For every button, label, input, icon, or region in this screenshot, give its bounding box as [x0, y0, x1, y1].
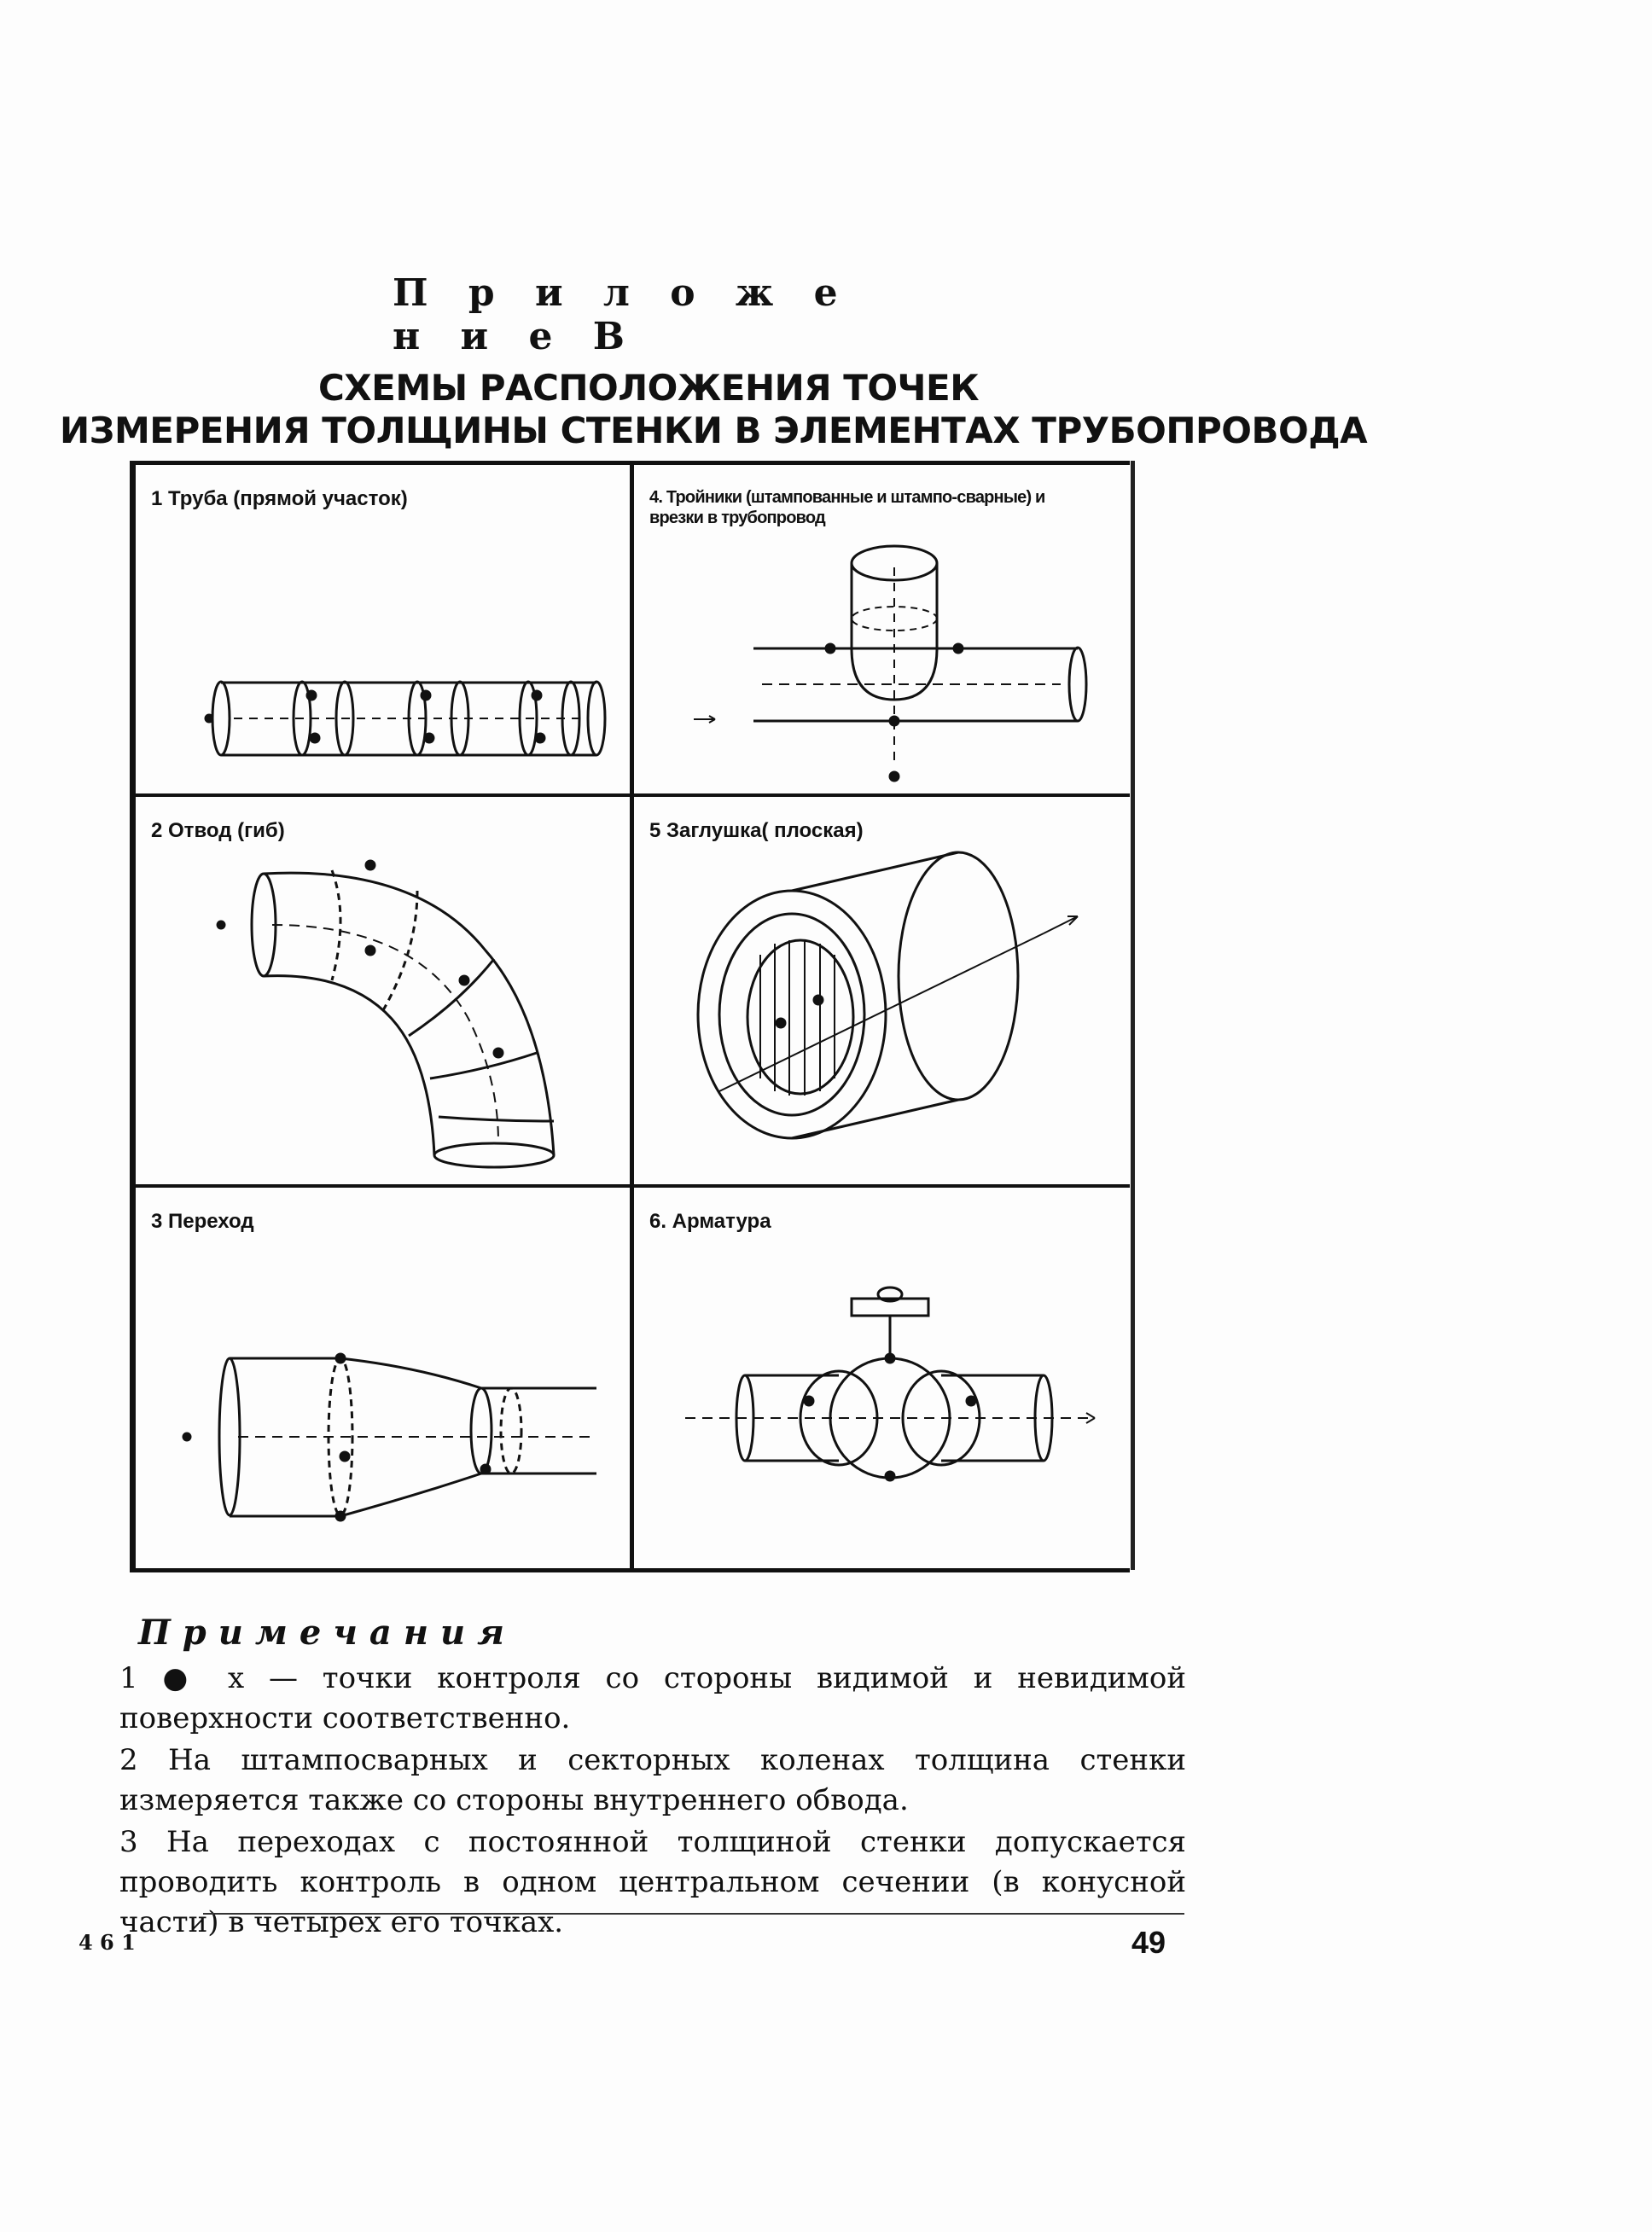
note-1: 1 ● x — точки контроля со стороны видимо…	[119, 1659, 1186, 1739]
cell-valve: 6. Арматура	[634, 1188, 1125, 1568]
note-2: 2 На штампосварных и секторных коленах т…	[119, 1741, 1186, 1821]
diagram-grid	[130, 461, 1135, 1570]
footer-mark: 4 6 1	[79, 1930, 136, 1955]
cell-reducer: 3 Переход	[136, 1188, 630, 1568]
title-line-1: СХЕМЫ РАСПОЛОЖЕНИЯ ТОЧЕК	[317, 367, 980, 409]
tee-diagram	[694, 544, 1088, 782]
note-1-text: 1 ● x — точки контроля со стороны видимо…	[119, 1661, 1186, 1735]
cell-plug: 5 Заглушка( плоская)	[634, 797, 1125, 1184]
cell-label-valve: 6. Арматура	[649, 1210, 771, 1233]
note-3-text: 3 На переходах с постоянной толщиной сте…	[119, 1825, 1186, 1939]
straight-pipe-diagram	[204, 680, 607, 757]
cell-tee: 4. Тройники (штампованные и штампо-сварн…	[634, 465, 1125, 793]
grid-divider-bottom	[130, 1568, 1130, 1572]
note-2-text: 2 На штампосварных и секторных коленах т…	[119, 1743, 1186, 1817]
note-3: 3 На переходах с постоянной толщиной сте…	[119, 1822, 1186, 1943]
cell-straight-pipe: 1 Труба (прямой участок)	[136, 465, 630, 793]
appendix-title: П р и л о ж е н и е В	[393, 271, 852, 358]
cell-label-plug: 5 Заглушка( плоская)	[649, 819, 864, 842]
valve-diagram	[685, 1286, 1096, 1482]
grid-divider-top	[130, 461, 1130, 465]
notes-heading: Примечания	[138, 1613, 516, 1653]
title-line-2: ИЗМЕРЕНИЯ ТОЛЩИНЫ СТЕНКИ В ЭЛЕМЕНТАХ ТРУ…	[60, 410, 1368, 451]
grid-divider-row2	[130, 1184, 1130, 1188]
cell-label-reducer: 3 Переход	[151, 1210, 254, 1233]
bottom-rule	[203, 1913, 1184, 1915]
cell-label-straight-pipe: 1 Труба (прямой участок)	[151, 487, 408, 510]
bend-diagram	[216, 859, 556, 1169]
reducer-diagram	[182, 1352, 596, 1522]
plug-diagram	[696, 851, 1079, 1140]
grid-divider-vertical	[630, 461, 634, 1570]
page-number: 49	[1131, 1925, 1166, 1960]
grid-divider-row1	[130, 793, 1130, 797]
cell-bend: 2 Отвод (гиб)	[136, 797, 630, 1184]
cell-label-bend: 2 Отвод (гиб)	[151, 819, 285, 842]
cell-label-tee: 4. Тройники (штампованные и штампо-сварн…	[649, 488, 1045, 527]
